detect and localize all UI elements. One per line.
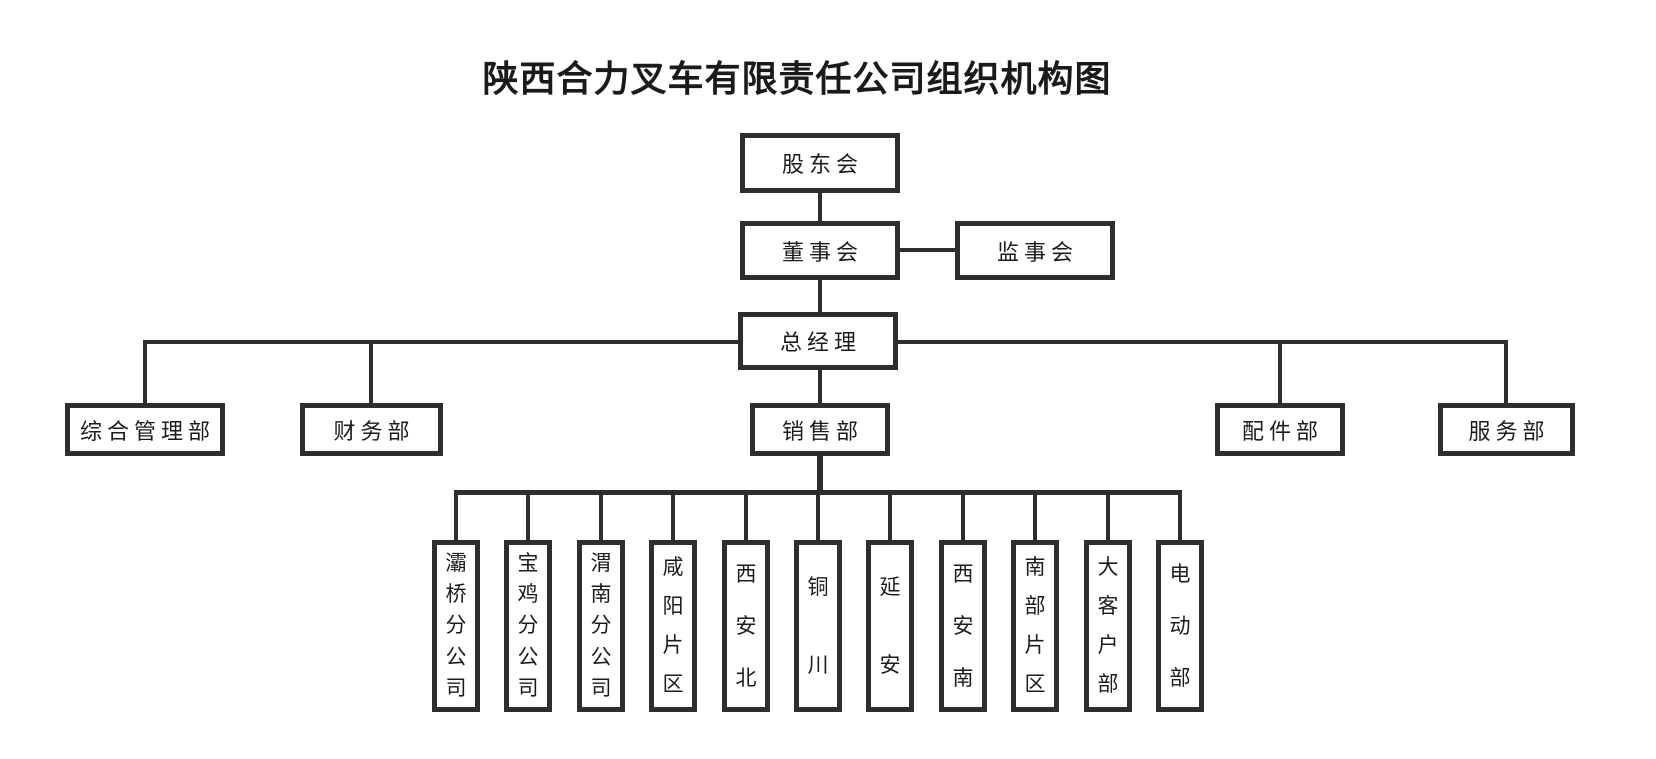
connector-drop-parts xyxy=(1278,340,1282,405)
org-node-shareholders: 股东会 xyxy=(740,133,900,193)
connector-sales-trunk xyxy=(817,454,823,493)
org-node-unit-yanan: 延安 xyxy=(866,540,914,712)
org-node-dept-finance: 财务部 xyxy=(300,403,443,456)
org-node-dept-parts: 配件部 xyxy=(1215,403,1345,456)
connector-unit-xianyang xyxy=(671,492,675,540)
connector-unit-key-accounts xyxy=(1106,492,1110,540)
org-node-unit-tongchuan: 铜川 xyxy=(794,540,842,712)
org-node-dept-service: 服务部 xyxy=(1438,403,1575,456)
connector-unit-electric xyxy=(1178,492,1182,540)
connector-drop-finance xyxy=(369,340,373,405)
connector-unit-baoji xyxy=(526,492,530,540)
org-node-dept-sales: 销售部 xyxy=(750,403,890,456)
org-node-unit-xianyang: 咸阳片区 xyxy=(649,540,697,712)
connector-shareholders-board xyxy=(818,190,822,223)
connector-board-gm xyxy=(818,278,822,314)
connector-board-supervisors xyxy=(898,248,957,252)
connector-drop-service xyxy=(1504,340,1508,405)
connector-gm-sales xyxy=(818,368,822,405)
connector-gm-rail-left xyxy=(143,340,740,344)
chart-title: 陕西合力叉车有限责任公司组织机构图 xyxy=(482,59,1112,100)
org-node-board: 董事会 xyxy=(740,221,900,280)
org-node-unit-xian-north: 西安北 xyxy=(722,540,770,712)
org-node-unit-baqiao: 灞桥分公司 xyxy=(432,540,480,712)
connector-unit-yanan xyxy=(888,492,892,540)
org-node-dept-admin: 综合管理部 xyxy=(65,403,225,456)
connector-unit-xian-south xyxy=(961,492,965,540)
org-node-unit-electric: 电动部 xyxy=(1156,540,1204,712)
connector-unit-tongchuan xyxy=(816,492,820,540)
org-node-unit-south-area: 南部片区 xyxy=(1011,540,1059,712)
org-node-unit-key-accounts: 大客户部 xyxy=(1084,540,1132,712)
connector-gm-rail-right xyxy=(896,340,1508,344)
org-node-supervisors: 监事会 xyxy=(955,221,1115,280)
org-node-unit-baoji: 宝鸡分公司 xyxy=(504,540,552,712)
connector-unit-weinan xyxy=(599,492,603,540)
org-node-general-manager: 总经理 xyxy=(738,312,898,370)
connector-unit-baqiao xyxy=(454,492,458,540)
org-node-unit-weinan: 渭南分公司 xyxy=(577,540,625,712)
org-node-unit-xian-south: 西安南 xyxy=(939,540,987,712)
connector-unit-south-area xyxy=(1033,492,1037,540)
connector-unit-xian-north xyxy=(744,492,748,540)
connector-drop-admin xyxy=(143,340,147,405)
